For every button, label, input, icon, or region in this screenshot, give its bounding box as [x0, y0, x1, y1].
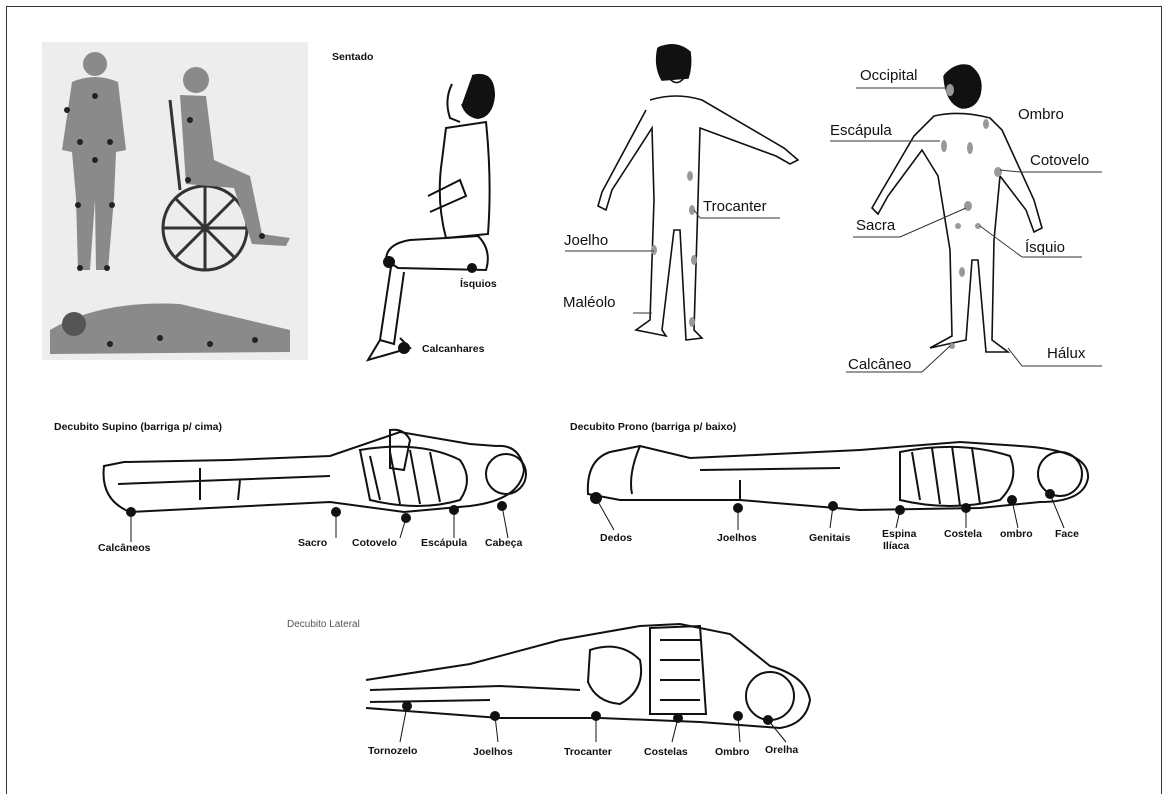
label-isquios: Ísquios: [460, 278, 497, 290]
label-joelho: Joelho: [564, 232, 608, 249]
label-costelas: Costelas: [644, 746, 688, 758]
label-joelhos-lateral: Joelhos: [473, 746, 513, 758]
label-ombro-lateral: Ombro: [715, 746, 749, 758]
panel-back-illustration: [872, 65, 1042, 352]
label-sacro: Sacro: [298, 537, 327, 549]
panel-photo-illustration: [42, 42, 308, 360]
label-ombro: Ombro: [1018, 106, 1064, 123]
label-occipital: Occipital: [860, 67, 918, 84]
label-maleolo: Maléolo: [563, 294, 616, 311]
seated-title: Sentado: [332, 51, 373, 63]
panel-seated-illustration: [368, 75, 494, 360]
label-genitais: Genitais: [809, 532, 850, 544]
label-cotovelo-supino: Cotovelo: [352, 537, 397, 549]
label-dedos: Dedos: [600, 532, 632, 544]
label-calcaneos: Calcâneos: [98, 542, 151, 554]
panel-supine-illustration: [104, 430, 526, 542]
label-calcaneo: Calcâneo: [848, 356, 911, 373]
label-trocanter-lateral: Trocanter: [564, 746, 612, 758]
label-joelhos-prono: Joelhos: [717, 532, 757, 544]
label-orelha: Orelha: [765, 744, 798, 756]
panel-front-illustration: [598, 45, 798, 340]
panel-prone-illustration: [588, 442, 1088, 530]
label-escapula-supino: Escápula: [421, 537, 467, 549]
label-costela: Costela: [944, 528, 982, 540]
label-halux: Hálux: [1047, 345, 1085, 362]
label-ombro-prono: ombro: [1000, 528, 1033, 540]
label-cotovelo: Cotovelo: [1030, 152, 1089, 169]
panel-lateral-illustration: [366, 624, 810, 742]
label-calcanhares: Calcanhares: [422, 343, 484, 355]
label-iliaca: Ilíaca: [883, 540, 909, 552]
label-isquio: Ísquio: [1025, 239, 1065, 256]
label-face: Face: [1055, 528, 1079, 540]
label-cabeca: Cabeça: [485, 537, 522, 549]
label-trocanter: Trocanter: [703, 198, 767, 215]
label-espina: Espina: [882, 528, 916, 540]
prone-title: Decubito Prono (barriga p/ baixo): [570, 421, 736, 433]
label-sacra: Sacra: [856, 217, 895, 234]
label-tornozelo: Tornozelo: [368, 745, 417, 757]
lateral-title: Decubito Lateral: [287, 619, 360, 630]
supine-title: Decubito Supino (barriga p/ cima): [54, 421, 222, 433]
label-escapula: Escápula: [830, 122, 892, 139]
